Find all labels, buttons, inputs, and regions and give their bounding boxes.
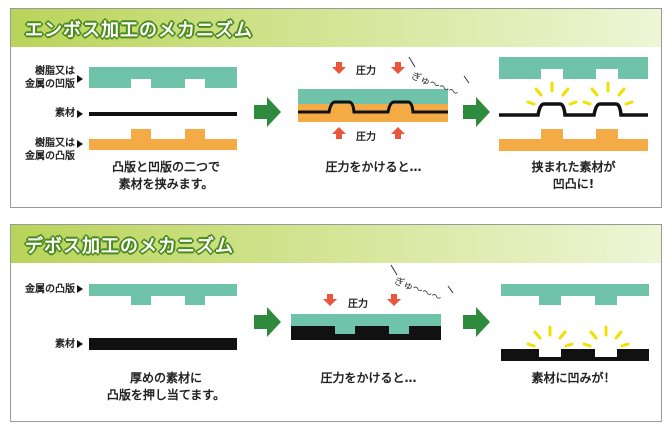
pressure-label-bottom: 圧力 xyxy=(356,132,376,143)
emboss-step3-caption: 挟まれた素材が 凹凸に! xyxy=(496,159,651,193)
green-arrow-2 xyxy=(463,97,490,127)
caption-line: 挟まれた素材が xyxy=(531,160,616,174)
green-arrow-1 xyxy=(254,97,281,127)
emboss-step1-caption: 凸版と凹版の二つで 素材を挟みます。 xyxy=(81,159,251,193)
deboss-material-step2 xyxy=(291,326,441,340)
sound-mark xyxy=(390,264,398,276)
emboss-step2-caption: 圧力をかけると… xyxy=(325,160,422,174)
pressure-arrow-down xyxy=(323,294,337,306)
deboss-die-step2 xyxy=(291,314,441,334)
deboss-die-step3 xyxy=(501,284,649,305)
deboss-step2-caption: 圧力をかけると… xyxy=(320,371,417,385)
label-line: 樹脂又は xyxy=(35,66,75,77)
pointer-icon xyxy=(77,140,83,148)
emboss-top-die-step2 xyxy=(298,89,448,104)
emboss-top-die-label: 樹脂又は 金属の凹版 xyxy=(15,65,75,91)
deboss-die-label: 金属の凸版 xyxy=(25,284,75,295)
pressure-arrow-up xyxy=(391,127,405,139)
caption-line: 素材を挟みます。 xyxy=(118,177,214,191)
label-line: 金属の凸版 xyxy=(25,151,75,162)
emboss-bottom-die-label: 樹脂又は 金属の凸版 xyxy=(15,137,75,163)
caption-line: 厚めの素材に xyxy=(129,371,202,385)
deboss-pressure-label: 圧力 xyxy=(348,299,368,310)
emboss-material-step2 xyxy=(298,100,448,114)
deboss-material-label: 素材 xyxy=(55,339,75,350)
deboss-panel: デボス加工のメカニズム xyxy=(10,224,662,422)
emboss-material-label: 素材 xyxy=(55,108,75,119)
deboss-material-step3 xyxy=(501,349,649,361)
caption-line: 凸版を押し当てます。 xyxy=(106,388,226,402)
deboss-title-bar: デボス加工のメカニズム xyxy=(11,225,661,263)
pointer-icon xyxy=(77,340,83,348)
caption-line: 凹凸に! xyxy=(552,177,595,191)
pressure-arrow-up xyxy=(332,127,346,139)
caption-line: 凸版と凹版の二つで xyxy=(111,160,220,174)
pressure-label-top: 圧力 xyxy=(356,66,376,77)
emboss-material-step1 xyxy=(89,112,237,116)
emboss-top-die-step1 xyxy=(89,67,237,88)
emboss-panel: エンボス加工のメカニズム xyxy=(10,8,662,208)
pointer-icon xyxy=(77,110,83,118)
deboss-diagram xyxy=(77,264,649,361)
deboss-material-step1 xyxy=(89,338,237,350)
sound-mark xyxy=(463,75,470,84)
label-line: 樹脂又は xyxy=(35,138,75,149)
pressure-arrow-down xyxy=(332,62,346,74)
pointer-icon xyxy=(77,285,83,293)
pressure-arrow-down xyxy=(387,294,401,306)
deboss-step3-caption: 素材に凹みが！ xyxy=(531,371,616,385)
emboss-material-step3 xyxy=(499,102,648,117)
deboss-title: デボス加工のメカニズム xyxy=(25,236,234,257)
deboss-die-step1 xyxy=(89,284,237,305)
green-arrow-3 xyxy=(254,307,281,337)
green-arrow-4 xyxy=(463,307,490,337)
pointer-icon xyxy=(77,75,83,83)
emboss-bottom-die-step1 xyxy=(89,129,237,150)
sparkle-lines xyxy=(526,81,634,106)
emboss-top-die-step3 xyxy=(499,57,648,79)
label-line: 金属の凹版 xyxy=(25,79,75,90)
emboss-bottom-die-step3 xyxy=(499,129,648,151)
emboss-title: エンボス加工のメカニズム xyxy=(25,20,253,41)
emboss-diagram xyxy=(77,56,648,151)
sparkle-lines xyxy=(526,325,630,348)
emboss-title-bar: エンボス加工のメカニズム xyxy=(11,9,661,47)
sound-mark xyxy=(447,285,454,294)
pressure-arrow-down xyxy=(391,62,405,74)
deboss-step1-caption: 厚めの素材に 凸版を押し当てます。 xyxy=(81,370,251,404)
sound-mark xyxy=(408,56,416,68)
